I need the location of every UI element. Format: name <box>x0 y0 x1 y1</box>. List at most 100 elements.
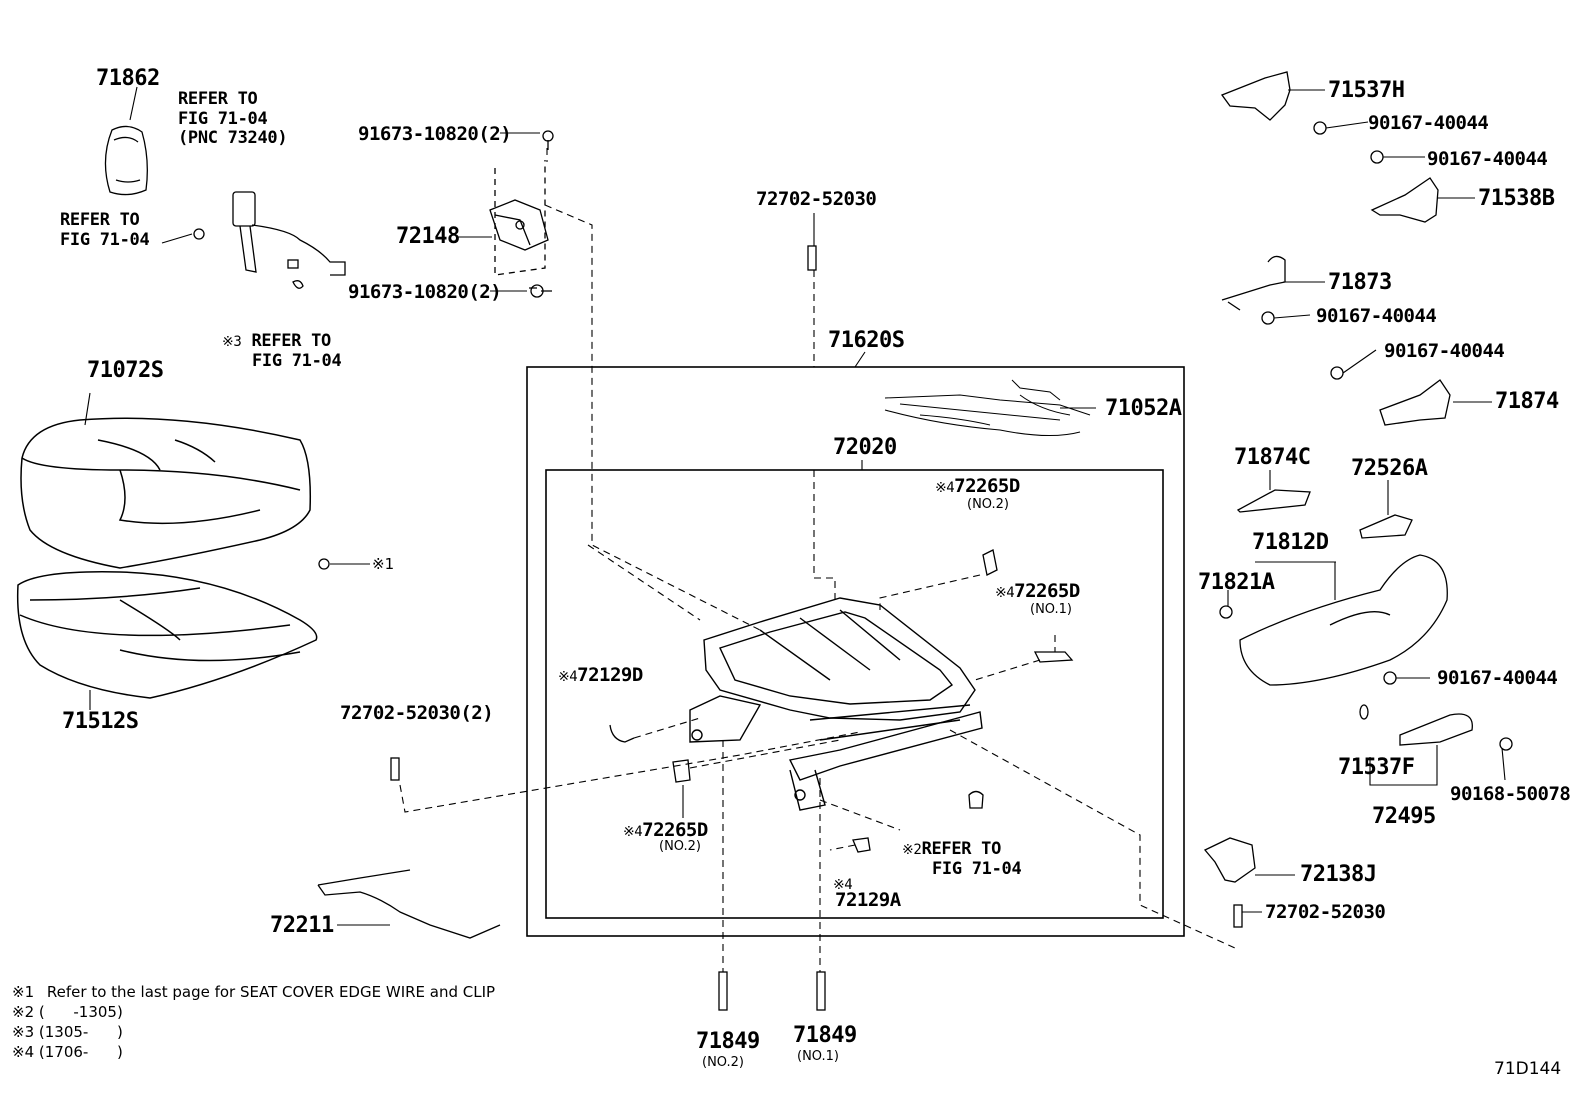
part-label-72265D-no1: ※472265D <box>995 582 1080 601</box>
part-label-71873: 71873 <box>1328 270 1392 295</box>
footnote-1: ※1 Refer to the last page for SEAT COVER… <box>12 985 495 1000</box>
footnote-text: ( -1305) <box>38 1003 123 1021</box>
part-label-71874C: 71874C <box>1234 445 1311 470</box>
cover-71874C-drawing <box>1236 489 1311 513</box>
footnote-4: ※4 (1706- ) <box>12 1045 495 1060</box>
cover-71537H-drawing <box>1220 71 1291 121</box>
footnote-text: (1305- ) <box>38 1023 123 1041</box>
footnote-text: (1706- ) <box>38 1043 123 1061</box>
bracket-dashed-box <box>494 160 546 276</box>
refer-note-left: REFER TO FIG 71-04 <box>60 210 150 250</box>
part-label-72702-left: 72702-52030(2) <box>340 702 494 724</box>
mark-2: ※2 <box>902 842 922 858</box>
frame-72020 <box>545 469 1164 919</box>
part-label-71537H: 71537H <box>1328 78 1405 103</box>
cover-71538B-drawing <box>1370 177 1439 223</box>
headrest-cover-drawing <box>104 125 148 196</box>
footnotes: ※1 Refer to the last page for SEAT COVER… <box>12 985 495 1060</box>
clip-ref-m2 <box>968 790 984 809</box>
footnote-2: ※2 ( -1305) <box>12 1005 495 1020</box>
cover-72526A-drawing <box>1359 514 1413 539</box>
spring-71052A-drawing <box>884 379 1091 437</box>
part-label-71538B: 71538B <box>1478 186 1555 211</box>
bracket-72148-drawing <box>489 199 549 251</box>
part-label-71072S: 71072S <box>87 358 164 383</box>
refer-line: FIG 71-04 <box>932 858 1022 879</box>
part-number-72129A: 72129A <box>835 889 901 911</box>
clip-72265D-no2-top <box>982 549 998 576</box>
part-label-72526A: 72526A <box>1351 456 1428 481</box>
part-number: 72265D <box>1014 580 1080 602</box>
footnote-3: ※3 (1305- ) <box>12 1025 495 1040</box>
seat-cushion-cover-drawing <box>20 417 312 569</box>
part-label-90167-d: 90167-40044 <box>1384 340 1505 362</box>
sub-label-71849-no1: (NO.1) <box>797 1049 839 1064</box>
part-label-90167-e: 90167-40044 <box>1437 667 1558 689</box>
part-label-72129D: ※472129D <box>558 666 643 685</box>
seat-cushion-pad-drawing <box>16 571 318 699</box>
refer-text: REFER TO <box>921 839 1002 859</box>
part-label-72265D-no2-bottom: ※472265D <box>623 821 708 840</box>
mark-1-callout: ※1 <box>372 555 395 573</box>
part-label-72138J: 72138J <box>1300 862 1377 887</box>
sub-label-no2-top: (NO.2) <box>967 497 1009 512</box>
mark-4: ※4 <box>995 585 1015 601</box>
footnote-mark: ※1 <box>12 983 35 1001</box>
part-label-90167-a: 90167-40044 <box>1368 112 1489 134</box>
diagram-code: 71D144 <box>1494 1059 1562 1079</box>
refer-line: FIG 71-04 <box>60 229 150 250</box>
part-label-91673-bottom: 91673-10820(2) <box>348 281 502 303</box>
clip-72129D <box>609 724 635 743</box>
leader-lines <box>84 86 1506 926</box>
part-label-72702-right: 72702-52030 <box>1265 901 1386 923</box>
part-label-72265D-no2-top: ※472265D <box>935 477 1020 496</box>
part-label-71821A: 71821A <box>1198 570 1275 595</box>
part-label-90168-50078: 90168-50078 <box>1450 783 1571 805</box>
cover-71812D-drawing <box>1239 554 1448 686</box>
refer-line: FIG 71-04 <box>178 108 268 129</box>
mark-4: ※4 <box>833 877 853 893</box>
sub-label-71849-no2: (NO.2) <box>702 1055 744 1070</box>
part-label-90167-c: 90167-40044 <box>1316 305 1437 327</box>
mark-4: ※4 <box>558 669 578 685</box>
refer-note-m2: ※2REFER TO FIG 71-04 <box>902 839 1022 879</box>
part-label-72211: 72211 <box>270 913 334 938</box>
part-label-71512S: 71512S <box>62 709 139 734</box>
part-number: 72265D <box>954 475 1020 497</box>
part-label-71537F: 71537F <box>1338 755 1415 780</box>
part-number: 72129D <box>577 664 643 686</box>
refer-line: REFER TO <box>178 89 258 109</box>
part-label-72495: 72495 <box>1372 804 1436 829</box>
clip-drawing <box>292 280 304 289</box>
refer-line: REFER TO <box>60 210 140 230</box>
mark-4: ※4 <box>935 480 955 496</box>
part-label-72020: 72020 <box>833 435 897 460</box>
footnote-mark: ※4 <box>12 1043 35 1061</box>
refer-note-belt: REFER TO FIG 71-04 (PNC 73240) <box>178 89 288 149</box>
refer-note-m3: ※3 REFER TO FIG 71-04 <box>222 331 342 371</box>
refer-line: ※2REFER TO <box>902 839 1021 860</box>
wire-72211-drawing <box>317 869 501 939</box>
refer-text: REFER TO <box>251 331 332 351</box>
dashed-lines <box>399 148 1236 972</box>
part-label-71849-no1: 71849 <box>793 1023 857 1048</box>
part-label-71862: 71862 <box>96 66 160 91</box>
clip-72265D-no2-bot <box>672 759 691 783</box>
cover-71874-drawing <box>1379 379 1451 426</box>
footnote-mark: ※3 <box>12 1023 35 1041</box>
bolt-71849-no2 <box>718 971 728 1011</box>
bolt-71849-no1 <box>816 971 826 1011</box>
sub-label-no2-bottom: (NO.2) <box>659 839 701 854</box>
footnote-mark: ※2 <box>12 1003 35 1021</box>
part-label-71052A: 71052A <box>1105 396 1182 421</box>
refer-line: ※3 REFER TO <box>222 331 341 352</box>
clip-72265D-no1 <box>1033 651 1074 663</box>
part-label-71849-no2: 71849 <box>696 1029 760 1054</box>
part-number: 72265D <box>642 819 708 841</box>
part-label-90167-b: 90167-40044 <box>1427 148 1548 170</box>
footnote-text: Refer to the last page for SEAT COVER ED… <box>46 983 496 1001</box>
handle-72495-drawing <box>1399 713 1473 746</box>
cover-72138J-drawing <box>1203 837 1256 883</box>
